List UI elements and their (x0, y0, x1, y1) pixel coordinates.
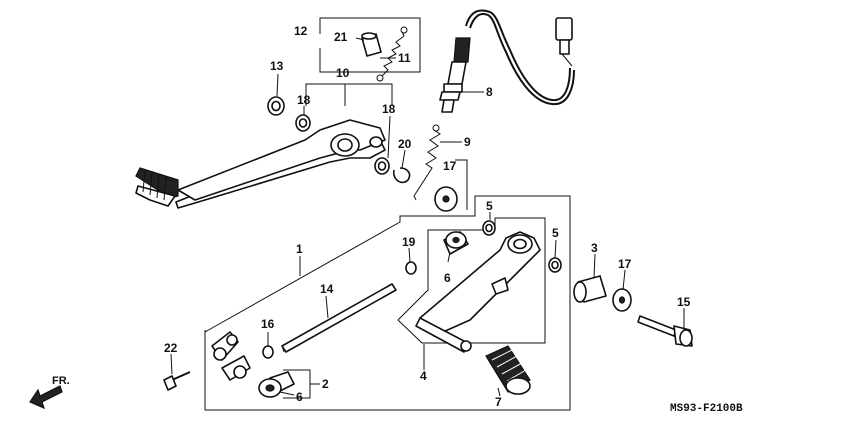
callout-labels: 12 21 11 13 10 18 18 8 9 20 17 5 5 1 19 … (164, 24, 691, 409)
callout-18-left: 18 (297, 93, 311, 107)
group-12-box (319, 17, 421, 73)
callout-21: 21 (334, 30, 348, 44)
pivot-bolt-6-upper (443, 231, 469, 255)
callout-11: 11 (398, 51, 411, 65)
callout-17-upper: 17 (443, 159, 457, 173)
leader-lines (170, 37, 685, 397)
shift-arm-4 (415, 231, 541, 353)
callout-5-upper: 5 (486, 199, 493, 213)
svg-text:FR.: FR. (52, 375, 70, 387)
bolt-15 (637, 315, 693, 347)
callout-7: 7 (495, 395, 502, 409)
nut-19 (405, 261, 417, 275)
callout-4: 4 (420, 369, 427, 383)
callout-3: 3 (591, 241, 598, 255)
callout-14: 14 (320, 282, 334, 296)
callout-2: 2 (322, 377, 329, 391)
collar-21 (361, 32, 382, 57)
callout-16: 16 (261, 317, 275, 331)
callout-20: 20 (398, 137, 412, 151)
callout-1: 1 (296, 242, 303, 256)
callout-19: 19 (402, 235, 416, 249)
pivot-bolt-6-lower (258, 371, 295, 398)
group-1-box (204, 195, 571, 411)
group-10-bracket (305, 83, 393, 106)
shift-rod-14 (281, 283, 397, 353)
callout-8: 8 (486, 85, 493, 99)
callout-6-upper: 6 (444, 271, 451, 285)
callout-15: 15 (677, 295, 691, 309)
clip-20 (392, 167, 411, 184)
ball-joint-2 (211, 331, 251, 381)
callout-5-right: 5 (552, 226, 559, 240)
callout-9: 9 (464, 135, 471, 149)
collar-3 (573, 275, 607, 303)
shift-rubber-7 (485, 345, 531, 395)
callout-6-lower: 6 (296, 390, 303, 404)
spring-9 (413, 129, 441, 201)
spring-11 (381, 31, 405, 77)
front-direction-arrow: FR. (29, 375, 70, 410)
stop-switch-8 (439, 9, 575, 113)
group-17-bracket (455, 159, 468, 210)
bolt-22 (163, 371, 191, 391)
nut-16 (262, 345, 274, 359)
callout-13: 13 (270, 59, 284, 73)
brake-pedal (135, 119, 386, 209)
drawing-code: MS93-F2100B (670, 403, 743, 415)
callout-12: 12 (294, 24, 308, 38)
callout-10: 10 (336, 66, 350, 80)
callout-17-lower: 17 (618, 257, 632, 271)
callout-22: 22 (164, 341, 178, 355)
callout-18-right: 18 (382, 102, 396, 116)
